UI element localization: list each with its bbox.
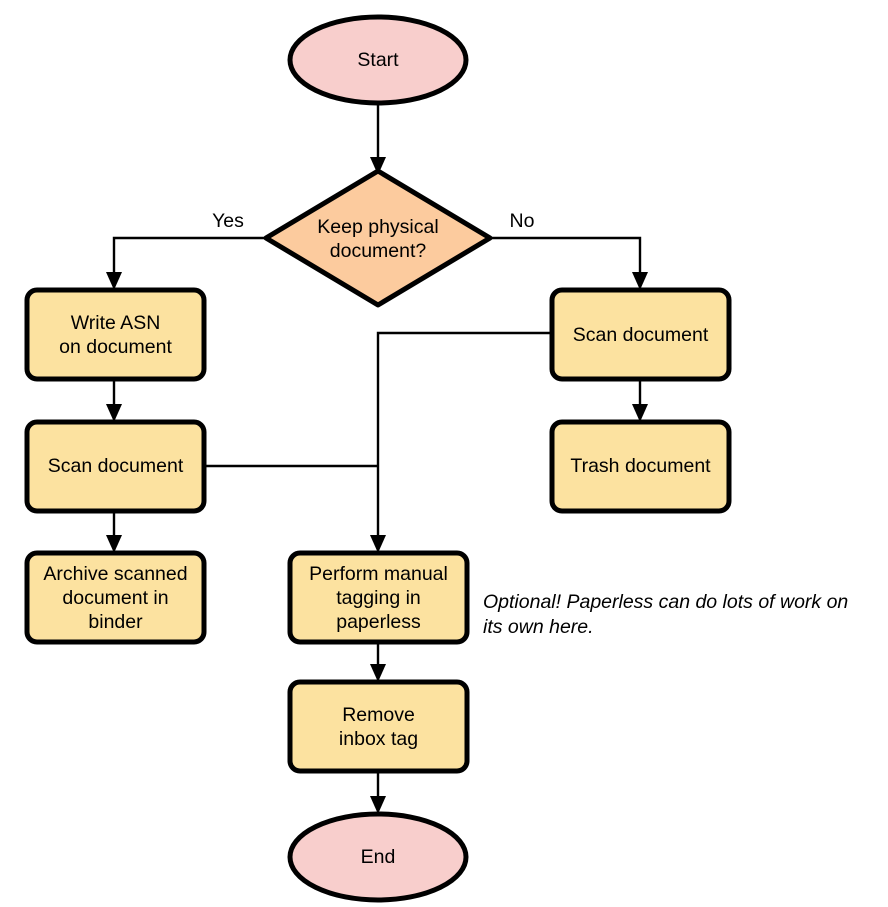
remove-inbox-tag-label-line2: inbox tag xyxy=(339,728,418,750)
remove-inbox-tag-rect-shape[interactable] xyxy=(287,679,470,774)
node-scan-document-right[interactable]: Scan document xyxy=(549,287,732,382)
write-asn-rect-shape[interactable] xyxy=(24,287,207,382)
edge-tagging-to-remove-inbox xyxy=(370,642,386,682)
start-label: Start xyxy=(357,49,399,71)
optional-note-line1: Optional! Paperless can do lots of work … xyxy=(483,591,848,613)
node-scan-document-left[interactable]: Scan document xyxy=(24,419,207,514)
start-ellipse-shape[interactable] xyxy=(287,14,469,106)
decision-label-line1: Keep physical xyxy=(317,216,438,238)
edge-label-no: No xyxy=(510,210,535,232)
archive-scanned-label-line3: binder xyxy=(88,611,143,633)
edge-start-to-decision xyxy=(370,103,386,175)
perform-manual-tagging-rect-shape[interactable] xyxy=(287,550,470,645)
perform-manual-tagging-label-line2: tagging in xyxy=(336,587,421,609)
node-decision-keep-physical[interactable]: Keep physical document? xyxy=(263,168,493,308)
remove-inbox-tag-label-line1: Remove xyxy=(342,704,415,726)
connector-layer xyxy=(106,103,648,814)
node-remove-inbox-tag[interactable]: Remove inbox tag xyxy=(287,679,470,774)
perform-manual-tagging-label-line3: paperless xyxy=(336,611,421,633)
node-trash-document[interactable]: Trash document xyxy=(549,419,732,514)
node-perform-manual-tagging[interactable]: Perform manual tagging in paperless xyxy=(287,550,470,645)
node-write-asn[interactable]: Write ASN on document xyxy=(24,287,207,382)
edge-decision-to-write-asn xyxy=(106,236,265,290)
scan-document-right-label: Scan document xyxy=(573,324,709,346)
edge-scan-right-to-tagging xyxy=(370,331,552,553)
end-ellipse-shape[interactable] xyxy=(287,811,469,903)
scan-document-right-rect-shape[interactable] xyxy=(549,287,732,382)
node-end[interactable]: End xyxy=(287,811,469,903)
archive-scanned-label-line2: document in xyxy=(62,587,168,609)
perform-manual-tagging-label-line1: Perform manual xyxy=(309,563,448,585)
trash-document-rect-shape[interactable] xyxy=(549,419,732,514)
edge-scan-right-to-trash xyxy=(632,379,648,422)
end-label: End xyxy=(361,846,396,868)
edge-decision-to-scan-right xyxy=(490,236,648,290)
archive-scanned-label-line1: Archive scanned xyxy=(43,563,187,585)
decision-diamond-shape[interactable] xyxy=(263,168,493,308)
scan-document-left-rect-shape[interactable] xyxy=(24,419,207,514)
edge-write-asn-to-scan-left xyxy=(106,379,122,422)
annotation-optional-note: Optional! Paperless can do lots of work … xyxy=(483,591,848,638)
node-start[interactable]: Start xyxy=(287,14,469,106)
trash-document-label: Trash document xyxy=(570,455,711,477)
scan-document-left-label: Scan document xyxy=(48,455,184,477)
decision-label-line2: document? xyxy=(330,240,427,262)
archive-scanned-rect-shape[interactable] xyxy=(24,550,207,645)
edge-remove-inbox-to-end xyxy=(370,771,386,814)
node-archive-scanned[interactable]: Archive scanned document in binder xyxy=(24,550,207,645)
write-asn-label-line2: on document xyxy=(59,336,172,358)
write-asn-label-line1: Write ASN xyxy=(71,312,161,334)
edge-label-yes: Yes xyxy=(212,210,244,232)
optional-note-line2: its own here. xyxy=(483,616,594,638)
edge-scan-left-to-archive xyxy=(106,511,122,553)
